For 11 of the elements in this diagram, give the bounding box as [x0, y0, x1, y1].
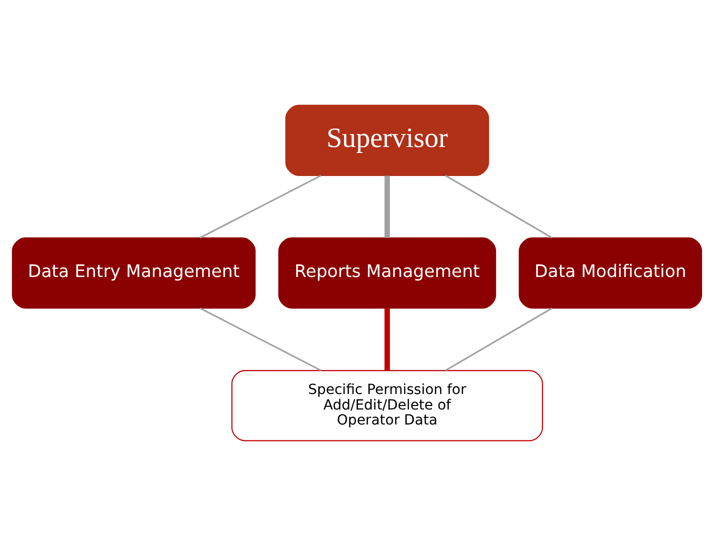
- connector: [445, 307, 552, 372]
- node-box: Supervisor: [285, 104, 490, 176]
- connector: [200, 174, 322, 238]
- connector: [445, 174, 552, 238]
- connector: [200, 307, 322, 372]
- node-box: Data Entry Management: [12, 237, 256, 309]
- connector: [384, 176, 390, 238]
- connector: [384, 308, 390, 370]
- node-box: Reports Management: [278, 237, 496, 309]
- node-box: Specific Permission for Add/Edit/Delete of Operator Data: [231, 370, 544, 442]
- node-box: Data Modification: [518, 237, 702, 309]
